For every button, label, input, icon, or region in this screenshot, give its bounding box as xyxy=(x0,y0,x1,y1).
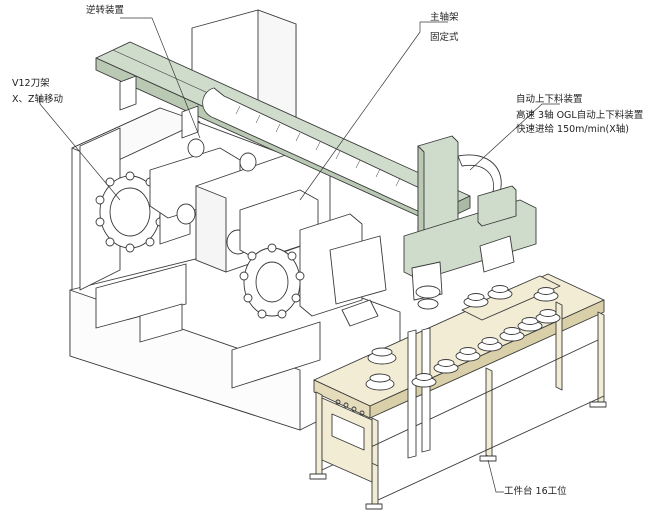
station xyxy=(517,317,543,332)
station xyxy=(433,359,459,374)
label-spindle-title: 主轴架 xyxy=(430,12,459,23)
label-loader-desc: 高速 3轴 OGL自动上下料装置 xyxy=(516,110,644,121)
station xyxy=(411,373,437,388)
turret-right xyxy=(239,243,379,327)
station xyxy=(499,327,525,342)
station xyxy=(455,347,481,362)
label-turret-axes: X、Z轴移动 xyxy=(12,94,64,105)
leader-worktable xyxy=(487,459,504,493)
label-loader-title: 自动上下料装置 xyxy=(516,94,583,105)
station xyxy=(477,337,503,352)
label-loader-speed: 快速进给 150m/min(X轴) xyxy=(516,124,629,135)
turret-right-tools xyxy=(239,243,305,319)
station xyxy=(533,287,559,302)
label-reverser: 逆转装置 xyxy=(86,5,125,16)
leader-turret xyxy=(39,96,121,201)
label-worktable: 工件台 16工位 xyxy=(504,486,567,497)
label-spindle-type: 固定式 xyxy=(430,32,459,43)
spindle-area xyxy=(149,138,387,317)
station xyxy=(535,309,561,324)
leader-loader xyxy=(469,103,560,171)
station xyxy=(367,347,397,365)
leader-spindle xyxy=(299,21,448,201)
leader-reverser xyxy=(120,17,201,139)
station xyxy=(463,293,489,308)
workpiece-stations xyxy=(365,285,561,391)
label-turret-title: V12刀架 xyxy=(12,78,50,89)
station xyxy=(487,285,513,300)
station xyxy=(365,373,395,391)
work-table xyxy=(309,273,607,510)
loader xyxy=(403,135,537,310)
callout-lines xyxy=(39,17,560,493)
